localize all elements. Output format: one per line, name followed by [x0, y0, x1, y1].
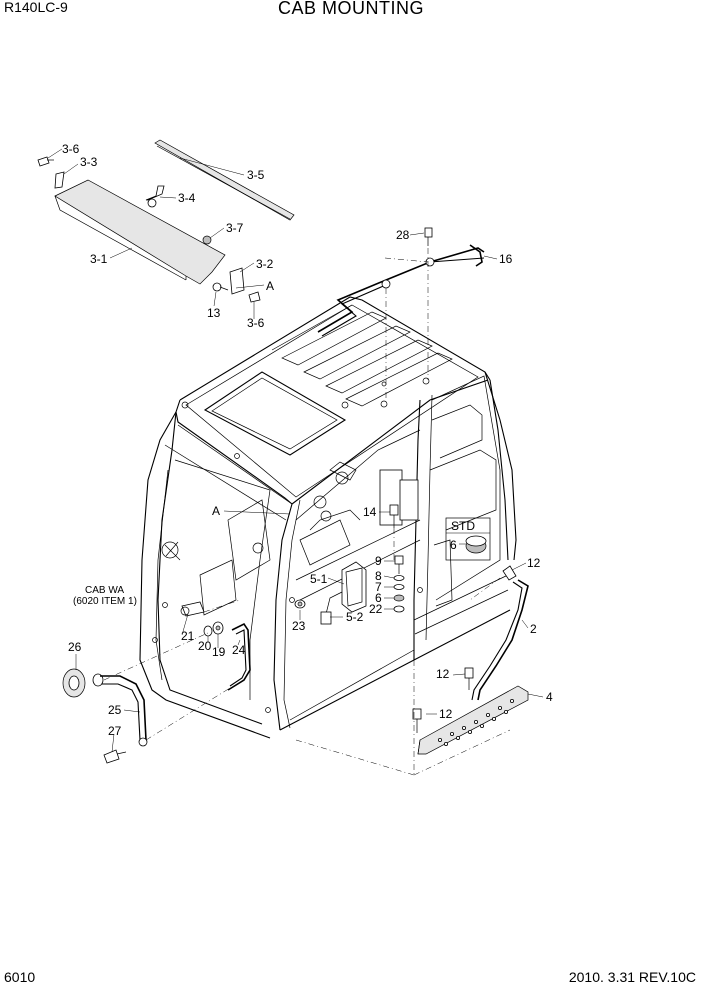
callout-6-std: 6: [450, 538, 457, 552]
callout-3-6-bottom: 3-6: [247, 316, 265, 330]
callout-14: 14: [363, 505, 377, 519]
callout-20: 20: [198, 639, 212, 653]
callout-8: 8: [375, 569, 382, 583]
callout-5-1: 5-1: [310, 572, 328, 586]
callout-22: 22: [369, 602, 383, 616]
callout-a-top: A: [266, 279, 274, 293]
callout-28: 28: [396, 228, 410, 242]
handrail-assembly: [317, 227, 485, 400]
callout-3-1: 3-1: [90, 252, 108, 266]
callout-21: 21: [181, 629, 195, 643]
callout-3-3: 3-3: [80, 155, 98, 169]
callout-12-middle: 12: [436, 667, 450, 681]
leader-lines: [47, 148, 544, 753]
callout-9: 9: [375, 554, 382, 568]
page-title: CAB MOUNTING: [277, 0, 424, 18]
callout-25: 25: [108, 703, 122, 717]
callout-26: 26: [68, 640, 82, 654]
callout-3-6-top: 3-6: [62, 142, 80, 156]
callout-12-bottom: 12: [439, 707, 453, 721]
cab-wa-label: CAB WA: [85, 585, 124, 596]
model-number: R140LC-9: [4, 0, 68, 15]
sunvisor-assembly: [37, 139, 295, 303]
right-side-parts: [294, 504, 529, 776]
callout-16: 16: [499, 252, 513, 266]
callout-13: 13: [207, 306, 221, 320]
revision-date: 2010. 3.31 REV.10C: [568, 969, 696, 985]
part-callouts: 3-6 3-3 3-5 3-4 3-7 3-1 3-2 A 13 3-6 28 …: [62, 142, 553, 738]
callout-27: 27: [108, 724, 122, 738]
page-number: 6010: [4, 969, 36, 985]
callout-3-5: 3-5: [247, 168, 265, 182]
callout-7: 7: [375, 580, 382, 594]
callout-23: 23: [292, 619, 306, 633]
callout-2: 2: [530, 622, 537, 636]
callout-3-7: 3-7: [226, 221, 244, 235]
std-label: STD: [451, 519, 475, 533]
callout-a-cab: A: [212, 504, 220, 518]
callout-3-4: 3-4: [178, 191, 196, 205]
callout-4: 4: [546, 690, 553, 704]
callout-24: 24: [232, 643, 246, 657]
callout-6: 6: [375, 591, 382, 605]
callout-5-2: 5-2: [346, 610, 364, 624]
callout-19: 19: [212, 645, 226, 659]
callout-3-2: 3-2: [256, 257, 274, 271]
callout-12-top: 12: [527, 556, 541, 570]
cab-frame: [139, 296, 517, 739]
cab-wa-item-label: (6020 ITEM 1): [73, 596, 137, 607]
left-side-parts: [62, 599, 251, 764]
